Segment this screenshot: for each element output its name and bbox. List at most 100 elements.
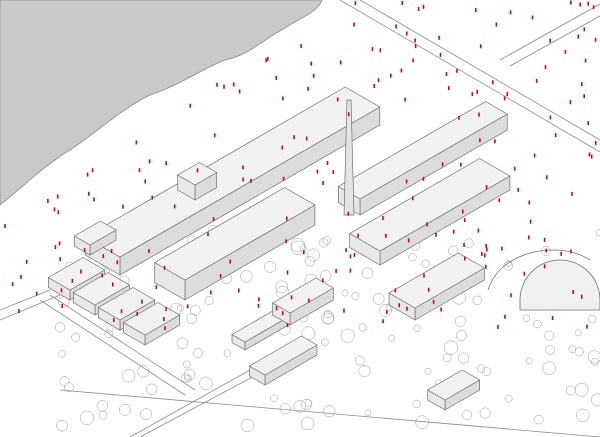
person-figure (35, 291, 38, 296)
tree (304, 256, 316, 267)
tree (181, 373, 191, 383)
person-figure (406, 31, 408, 36)
person-figure (58, 241, 61, 246)
person-figure (11, 282, 14, 287)
person-figure (435, 232, 437, 237)
person-figure (479, 44, 482, 49)
person-figure (529, 219, 532, 224)
person-figure (148, 159, 151, 164)
person-figure (59, 257, 61, 262)
person-figure (20, 274, 22, 279)
person-figure (445, 72, 448, 76)
person-figure (80, 269, 82, 274)
person-figure (371, 47, 374, 51)
person-figure (544, 65, 547, 70)
person-figure (232, 82, 235, 87)
person-figure (523, 271, 526, 276)
person-figure (439, 52, 442, 57)
building (388, 252, 485, 309)
person-figure (476, 89, 478, 94)
person-figure (275, 306, 278, 311)
person-figure (427, 287, 430, 292)
person-figure (56, 194, 59, 199)
tree (146, 383, 158, 395)
building (176, 162, 218, 186)
person-figure (267, 56, 269, 61)
tree (240, 270, 253, 283)
person-figure (580, 294, 583, 299)
person-figure (141, 299, 143, 304)
tree (104, 329, 114, 339)
tree (503, 261, 513, 271)
person-figure (347, 211, 350, 216)
tree (424, 368, 432, 375)
tree (184, 374, 192, 383)
tree (534, 414, 544, 425)
building (72, 272, 131, 306)
person-figure (116, 260, 119, 265)
person-figure (345, 248, 347, 253)
person-figure (307, 86, 309, 91)
person-figure (494, 139, 496, 144)
tree (183, 368, 196, 381)
building (271, 277, 334, 314)
person-figure (564, 49, 567, 54)
person-figure (590, 154, 593, 159)
person-figure (196, 168, 199, 173)
tree (443, 340, 459, 355)
person-figure (25, 259, 28, 264)
person-figure (135, 140, 138, 145)
tree (477, 364, 486, 373)
person-figure (339, 60, 342, 65)
person-figure (322, 181, 324, 185)
person-figure (305, 136, 308, 141)
tree (588, 314, 597, 324)
person-figure (484, 253, 486, 258)
person-figure (120, 309, 123, 314)
person-figure (398, 303, 400, 308)
person-figure (286, 216, 288, 221)
person-figure (332, 170, 335, 175)
person-figure (528, 200, 531, 205)
tree (372, 293, 385, 305)
person-figure (510, 293, 512, 298)
person-figure (155, 285, 158, 290)
tree (106, 325, 114, 333)
person-figure (4, 224, 6, 228)
person-figure (373, 84, 375, 88)
building (348, 158, 511, 252)
person-figure (572, 290, 574, 294)
person-figure (113, 317, 115, 322)
person-figure (586, 324, 588, 329)
person-figure (583, 27, 586, 32)
person-figure (479, 138, 481, 143)
building (47, 257, 106, 291)
tree (574, 329, 582, 337)
tree (341, 289, 349, 297)
person-figure (293, 135, 295, 140)
person-figure (71, 278, 74, 283)
person-figure (91, 168, 94, 173)
person-figure (186, 304, 189, 309)
tree (455, 330, 467, 341)
tree (290, 237, 305, 253)
person-figure (53, 207, 56, 212)
tree (319, 270, 332, 282)
person-figure (110, 249, 113, 253)
person-figure (531, 15, 534, 20)
person-figure (335, 268, 337, 273)
people-figures (4, 0, 597, 331)
person-figure (151, 195, 153, 200)
tree (565, 385, 576, 396)
person-figure (286, 270, 289, 275)
tree (354, 355, 365, 366)
person-figure (404, 97, 406, 102)
person-figure (485, 264, 487, 269)
person-figure (463, 218, 466, 223)
building (426, 369, 481, 401)
person-figure (382, 319, 384, 324)
person-figure (189, 103, 192, 108)
person-figure (535, 78, 538, 83)
person-figure (61, 304, 63, 308)
